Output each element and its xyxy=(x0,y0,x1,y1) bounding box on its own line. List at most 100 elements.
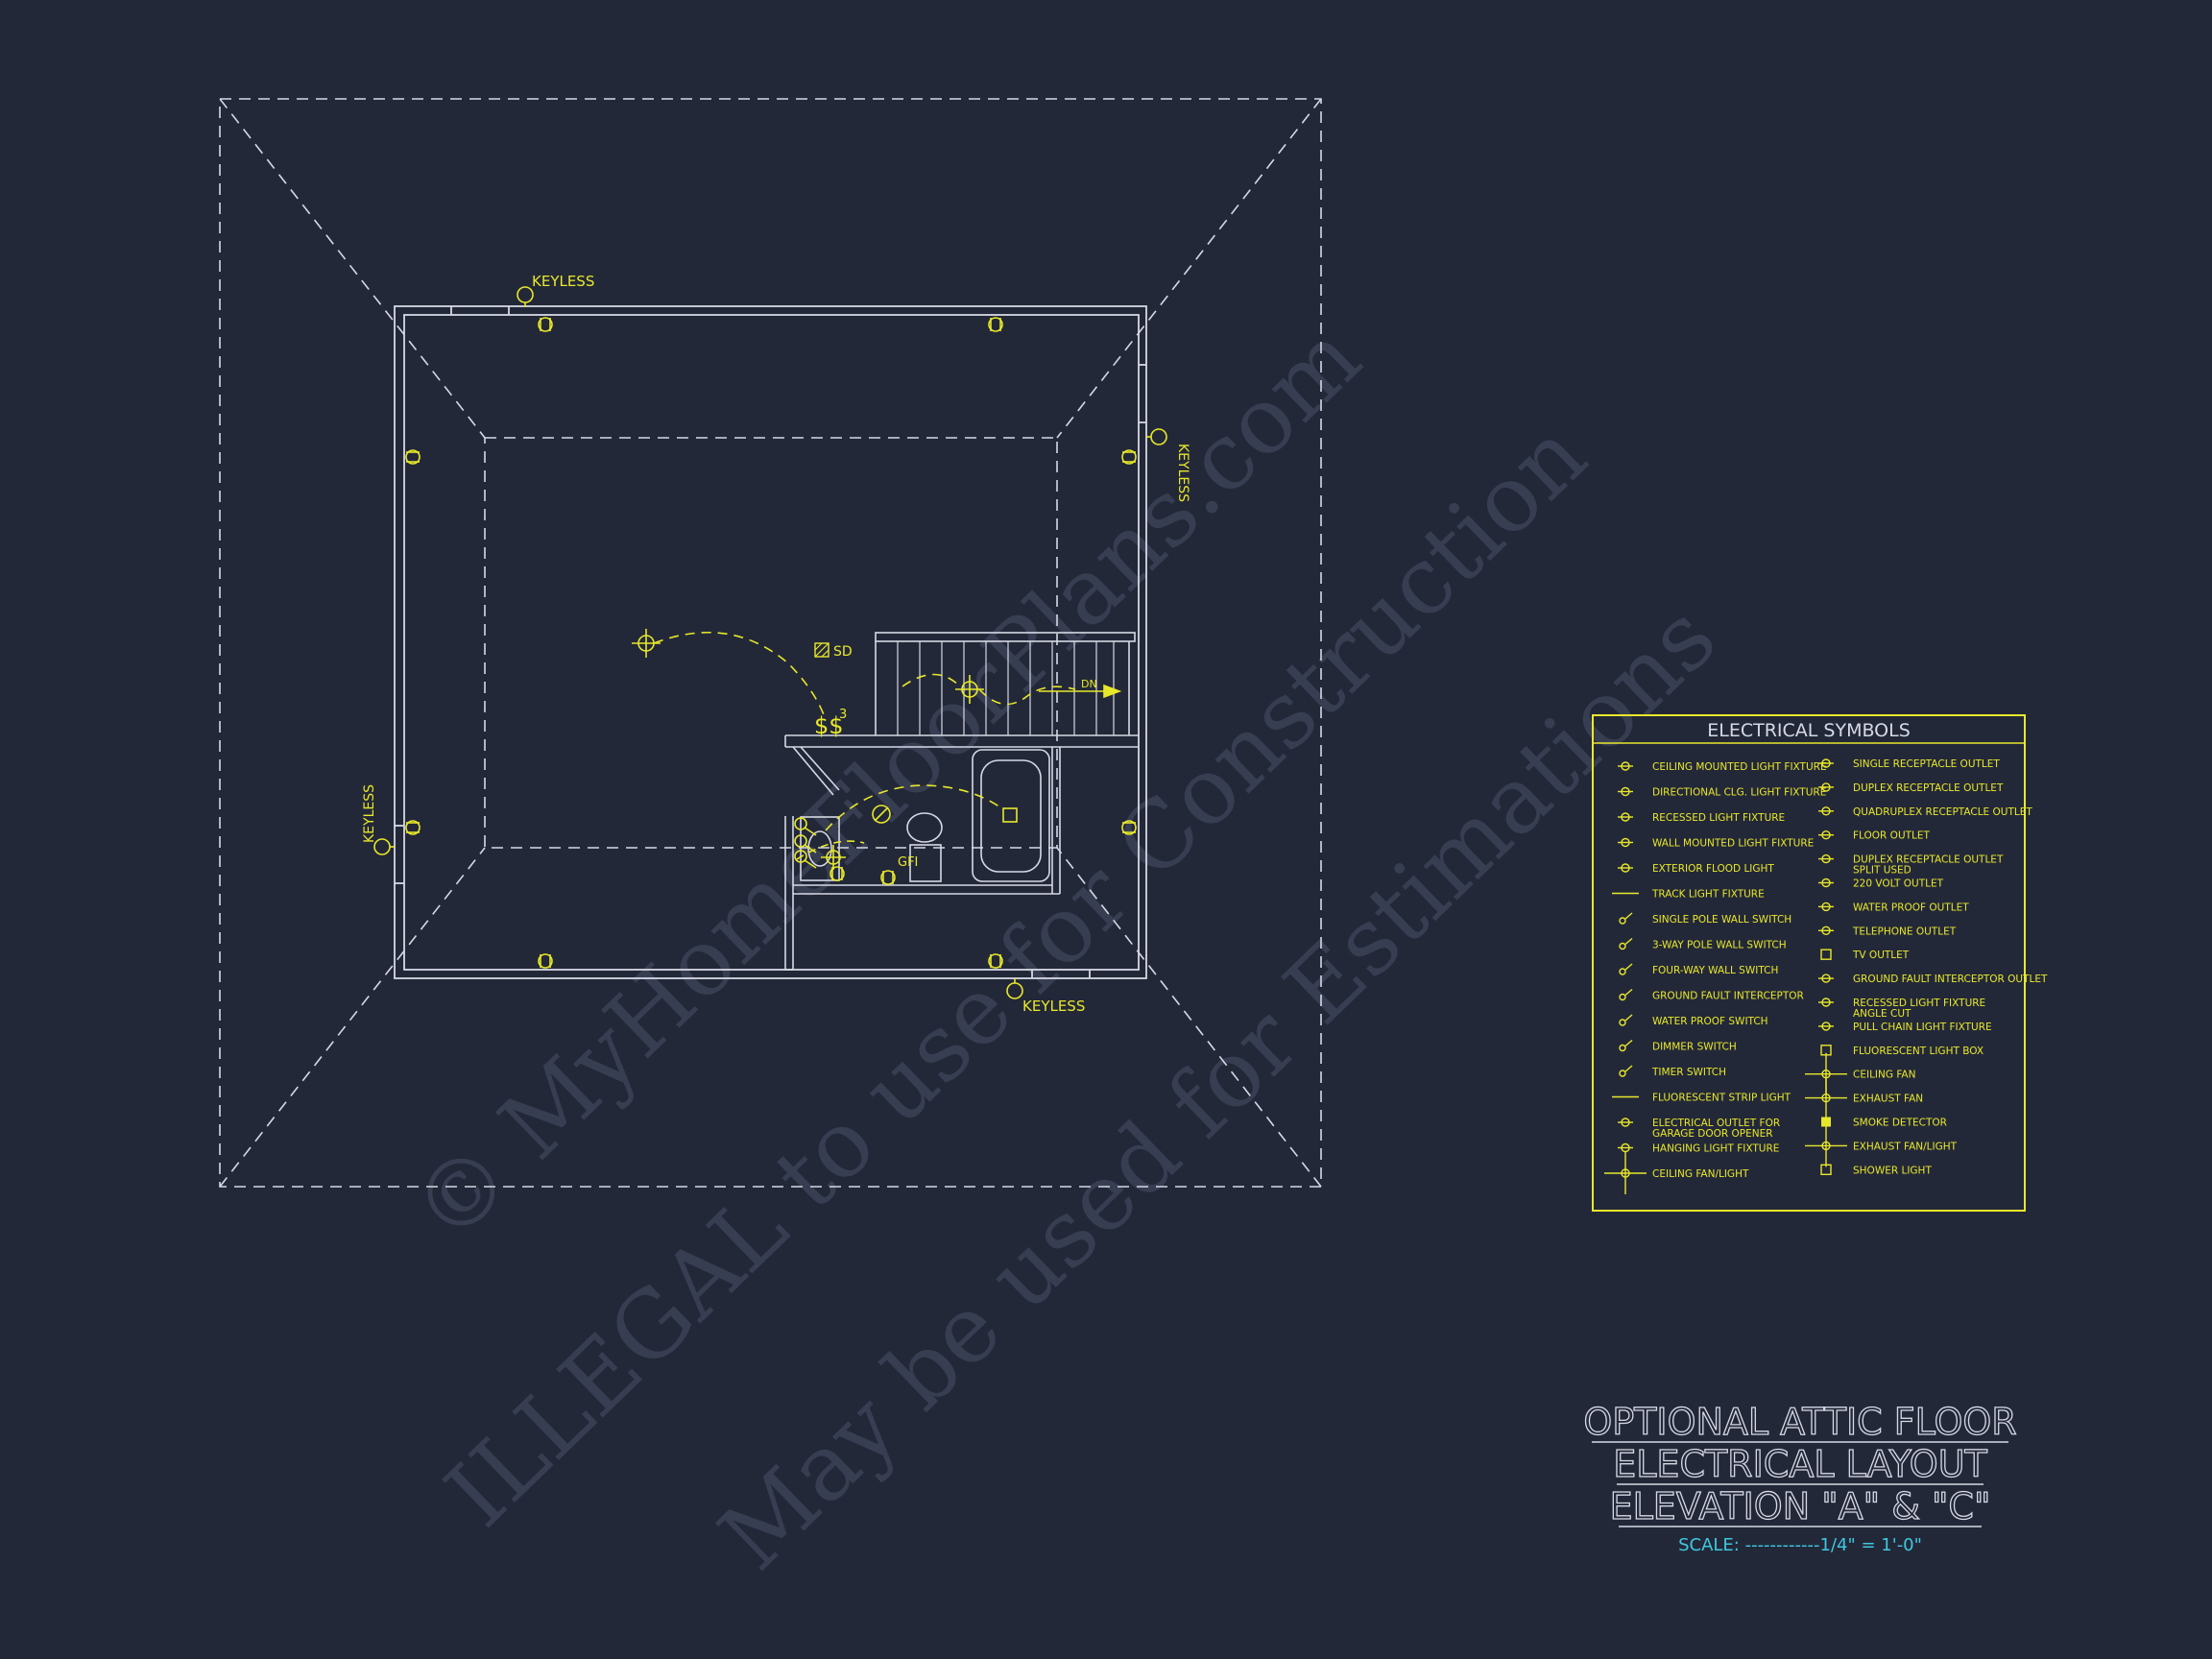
waterproof-outlet-icon xyxy=(1818,902,1834,912)
gfi-label: GFI xyxy=(898,855,918,870)
220-volt-icon xyxy=(1818,878,1834,888)
hanging-light-icon xyxy=(1618,1142,1633,1153)
three-way-switch-sub: 3 xyxy=(839,708,847,722)
legend-label: EXTERIOR FLOOD LIGHT xyxy=(1652,863,1774,875)
legend-row: TELEPHONE OUTLET xyxy=(1818,926,1957,937)
pull-chain-icon xyxy=(1818,1022,1834,1031)
legend-label: DIMMER SWITCH xyxy=(1652,1042,1737,1053)
legend-row: RECESSED LIGHT FIXTURE xyxy=(1618,812,1785,824)
floor-outlet-icon xyxy=(1818,830,1834,840)
shower-light-icon xyxy=(1002,807,1018,823)
legend-row: TIMER SWITCH xyxy=(1619,1065,1726,1078)
single-receptacle-icon xyxy=(1818,758,1834,768)
single-pole-switch-icon xyxy=(1619,912,1633,925)
four-way-switch-icon xyxy=(1619,963,1633,975)
legend-label: TIMER SWITCH xyxy=(1651,1067,1726,1078)
three-way-switch-label: $$ xyxy=(814,712,844,739)
legend-label: WATER PROOF SWITCH xyxy=(1652,1016,1768,1027)
ceiling-light-icon xyxy=(821,845,846,870)
switch-icon xyxy=(794,834,817,854)
electrical-symbols-legend: ELECTRICAL SYMBOLS CEILING MOUNTED LIGHT… xyxy=(1592,714,2048,1212)
legend-label: EXHAUST FAN xyxy=(1853,1094,1923,1105)
legend-label: 220 VOLT OUTLET xyxy=(1853,878,1944,890)
smoke-detector-label: SD xyxy=(833,644,853,660)
tv-outlet-icon xyxy=(1820,949,1832,960)
flood-light-icon xyxy=(1618,863,1633,873)
three-way-switch-icon xyxy=(1619,937,1633,950)
legend-label: FLOOR OUTLET xyxy=(1853,830,1931,842)
keyless-label-top: KEYLESS xyxy=(532,273,594,290)
switch-icon xyxy=(794,817,817,836)
legend-row: FOUR-WAY WALL SWITCH xyxy=(1619,963,1778,976)
legend-row: DIRECTIONAL CLG. LIGHT FIXTURE xyxy=(1618,787,1826,799)
title-line-3: ELEVATION "A" & "C" xyxy=(1610,1485,1991,1527)
scale-note: SCALE: ------------1/4" = 1'-0" xyxy=(1678,1535,1922,1555)
legend-label: QUADRUPLEX RECEPTACLE OUTLET xyxy=(1853,806,2032,818)
garage-outlet-icon xyxy=(1618,1118,1633,1127)
legend-label: GROUND FAULT INTERCEPTOR OUTLET xyxy=(1853,974,2048,985)
ceiling-fan-light-icon xyxy=(1604,1152,1647,1194)
legend-label: DUPLEX RECEPTACLE OUTLET xyxy=(1853,782,2004,794)
legend-row: GROUND FAULT INTERCEPTOR OUTLET xyxy=(1818,974,2048,985)
duplex-outlet-icon xyxy=(538,953,553,969)
telephone-outlet-icon xyxy=(1818,926,1834,935)
legend-label: SHOWER LIGHT xyxy=(1853,1165,1932,1176)
stair-down-label: DN xyxy=(1081,678,1097,690)
legend-row: SINGLE RECEPTACLE OUTLET xyxy=(1818,758,2000,770)
legend-row: FLOOR OUTLET xyxy=(1818,830,1931,842)
duplex-receptacle-icon xyxy=(1818,782,1834,792)
legend-label-line-2: ANGLE CUT xyxy=(1853,1008,1911,1020)
legend-row: WATER PROOF OUTLET xyxy=(1818,902,1969,913)
recessed-light-icon xyxy=(1618,812,1633,822)
duplex-outlet-icon xyxy=(988,317,1003,332)
legend-row: 3-WAY POLE WALL SWITCH xyxy=(1619,937,1787,951)
legend-row: QUADRUPLEX RECEPTACLE OUTLET xyxy=(1818,806,2032,818)
wall-light-icon xyxy=(1618,837,1633,848)
legend-row: HANGING LIGHT FIXTURE xyxy=(1618,1143,1779,1155)
title-block: OPTIONAL ATTIC FLOOR ELECTRICAL LAYOUT E… xyxy=(1583,1400,2018,1555)
legend-row: GROUND FAULT INTERCEPTOR xyxy=(1619,988,1804,1002)
legend-label-line-2: GARAGE DOOR OPENER xyxy=(1652,1128,1773,1140)
stair-and-bath xyxy=(784,632,1139,971)
smoke-detector-icon xyxy=(1821,1117,1831,1127)
legend-label: CEILING FAN xyxy=(1853,1070,1915,1081)
legend-label: FOUR-WAY WALL SWITCH xyxy=(1652,965,1778,976)
legend-label: ELECTRICAL OUTLET FOR xyxy=(1652,1118,1780,1129)
gfi-switch-icon xyxy=(1619,988,1633,1001)
legend-row: DIMMER SWITCH xyxy=(1619,1039,1737,1053)
legend-label: FLUORESCENT LIGHT BOX xyxy=(1853,1046,1984,1057)
legend-row: TRACK LIGHT FIXTURE xyxy=(1612,889,1765,901)
legend-row: PULL CHAIN LIGHT FIXTURE xyxy=(1818,1022,1992,1033)
smoke-detector-icon xyxy=(814,642,830,658)
legend-label-line-2: SPLIT USED xyxy=(1853,865,1911,877)
legend-row: CEILING FAN/LIGHT xyxy=(1604,1152,1749,1194)
legend-label: CEILING FAN/LIGHT xyxy=(1652,1168,1749,1180)
legend-label: TV OUTLET xyxy=(1852,950,1910,961)
legend-row: WALL MOUNTED LIGHT FIXTURE xyxy=(1618,838,1814,850)
legend-label: TRACK LIGHT FIXTURE xyxy=(1651,889,1765,901)
keyless-label-left: KEYLESS xyxy=(362,784,377,843)
duplex-outlet-icon xyxy=(538,317,553,332)
title-line-1: OPTIONAL ATTIC FLOOR xyxy=(1583,1401,2016,1443)
legend-label: TELEPHONE OUTLET xyxy=(1852,926,1957,937)
legend-label: EXHAUST FAN/LIGHT xyxy=(1853,1141,1958,1152)
legend-row: TV OUTLET xyxy=(1820,949,1910,961)
directional-light-icon xyxy=(1618,786,1633,797)
legend-label: FLUORESCENT STRIP LIGHT xyxy=(1652,1093,1791,1104)
legend-label: SMOKE DETECTOR xyxy=(1853,1118,1947,1129)
legend-row: FLUORESCENT STRIP LIGHT xyxy=(1612,1093,1791,1104)
exhaust-fan-light-icon xyxy=(1805,1124,1847,1167)
duplex-outlet-icon xyxy=(988,953,1003,969)
keyless-light-icon xyxy=(1146,428,1167,445)
keyless-label-bottom: KEYLESS xyxy=(1022,998,1085,1015)
legend-label: SINGLE RECEPTACLE OUTLET xyxy=(1853,758,2000,770)
gfi-outlet-icon xyxy=(1818,974,1834,983)
ceiling-light-icon xyxy=(1618,761,1633,771)
legend-row: DUPLEX RECEPTACLE OUTLET xyxy=(1818,782,2004,794)
legend-label: GROUND FAULT INTERCEPTOR xyxy=(1652,991,1804,1002)
